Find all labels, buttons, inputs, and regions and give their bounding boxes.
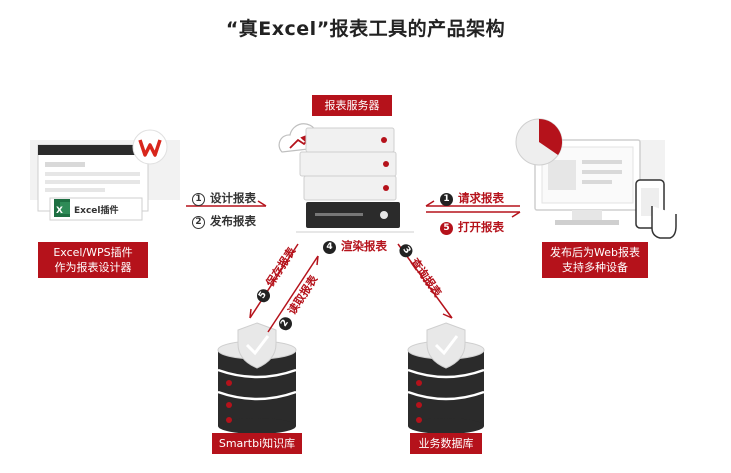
server-illustration bbox=[278, 123, 414, 233]
designer-caption: Excel/WPS插件 作为报表设计器 bbox=[38, 242, 148, 278]
diagram-title: “真Excel”报表工具的产品架构 bbox=[225, 18, 506, 40]
arrow-design-to-server bbox=[186, 200, 267, 207]
client-illustration bbox=[534, 139, 677, 239]
excel-icon: X bbox=[54, 199, 70, 217]
step-open-number: 5 bbox=[440, 222, 453, 235]
server-label: 报表服务器 bbox=[312, 95, 392, 116]
step-render-number: 4 bbox=[323, 241, 336, 254]
arrow-save-to-db bbox=[249, 243, 299, 319]
smartbi-db-label: Smartbi知识库 bbox=[212, 433, 302, 454]
step-design-number: 1 bbox=[192, 193, 205, 206]
shield-icon bbox=[237, 322, 277, 369]
client-caption: 发布后为Web报表 支持多种设备 bbox=[542, 242, 648, 278]
svg-text:X: X bbox=[56, 206, 63, 216]
shield-icon bbox=[426, 322, 466, 369]
step-open: 5 打开报表 bbox=[440, 219, 504, 235]
step-design-label: 设计报表 bbox=[210, 191, 256, 205]
client-caption-line1: 发布后为Web报表 bbox=[550, 246, 640, 259]
arrow-client-to-server bbox=[425, 200, 520, 207]
step-render-label: 渲染报表 bbox=[341, 239, 387, 253]
wps-icon bbox=[132, 129, 168, 165]
client-caption-line2: 支持多种设备 bbox=[562, 261, 628, 274]
step-render: 4 渲染报表 bbox=[323, 238, 387, 254]
step-publish-number: 2 bbox=[192, 216, 205, 229]
step-request-number: 1 bbox=[440, 193, 453, 206]
arrow-server-to-client bbox=[426, 211, 521, 218]
arrow-read-from-db bbox=[267, 255, 319, 333]
pie-chart-icon bbox=[515, 118, 563, 166]
plugin-badge-label: Excel插件 bbox=[74, 206, 119, 216]
step-publish-label: 发布报表 bbox=[210, 214, 256, 228]
step-design: 1 设计报表 bbox=[192, 190, 256, 206]
designer-caption-line1: Excel/WPS插件 bbox=[53, 246, 133, 259]
step-request-label: 请求报表 bbox=[458, 191, 504, 205]
step-request: 1 请求报表 bbox=[440, 190, 504, 206]
biz-db-label: 业务数据库 bbox=[410, 433, 482, 454]
designer-caption-line2: 作为报表设计器 bbox=[54, 261, 132, 274]
step-publish: 2 发布报表 bbox=[192, 213, 256, 229]
step-open-label: 打开报表 bbox=[458, 220, 504, 234]
